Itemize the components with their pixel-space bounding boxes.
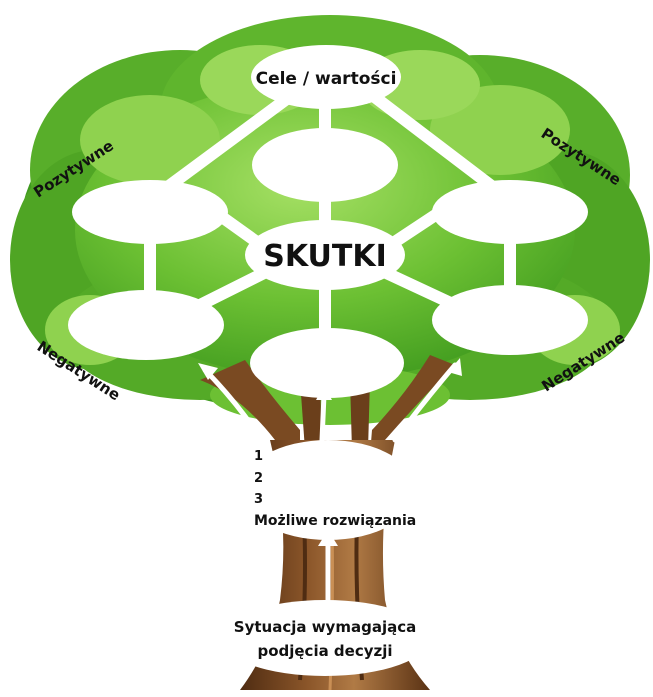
bottom-center-bubble [250,328,404,398]
situation-line-1: Sytuacja wymagająca [234,618,416,636]
situation-bubble [220,600,430,676]
positive-right-bubble [432,180,588,244]
top-empty-bubble [252,128,398,202]
solution-item-3: 3 [254,492,263,507]
positive-left-bubble [72,180,228,244]
goal-label: Cele / wartości [256,69,397,89]
center-label: SKUTKI [263,239,387,274]
solution-item-1: 1 [254,449,263,464]
situation-line-2: podjęcia decyzji [257,642,392,660]
negative-right-bubble [432,285,588,355]
solutions-title: Możliwe rozwiązania [254,513,416,529]
arrow-center [322,395,324,440]
negative-left-bubble [68,290,224,360]
solution-item-2: 2 [254,471,263,486]
